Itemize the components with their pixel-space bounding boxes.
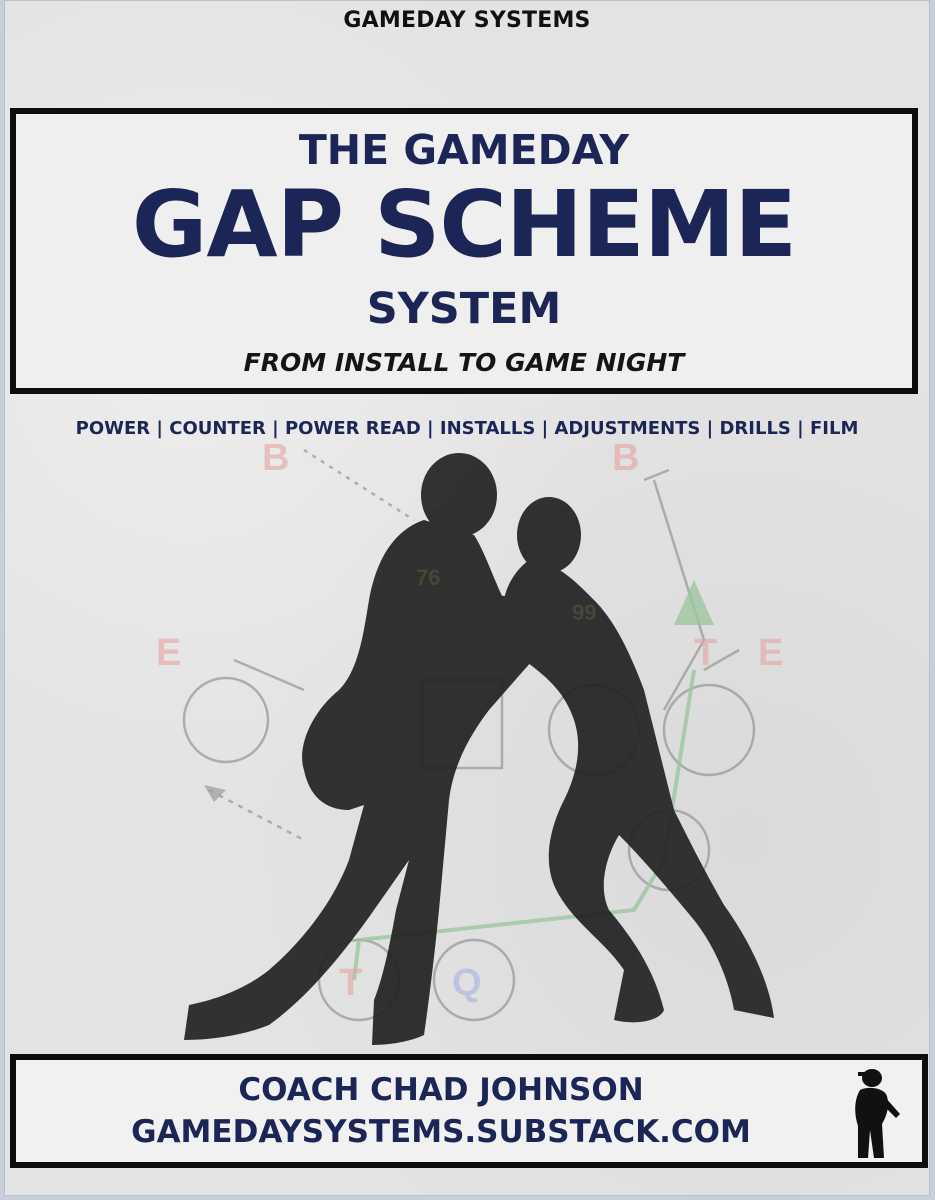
player-99-body	[502, 560, 774, 1023]
title-line-1: THE GAMEDAY	[298, 126, 630, 174]
diagram-route-line	[652, 479, 706, 711]
diagram-route-line	[703, 648, 740, 672]
diagram-player-circle	[662, 683, 756, 777]
topics-line: POWER | COUNTER | POWER READ | INSTALLS …	[75, 418, 859, 439]
title-line-3: SYSTEM	[366, 284, 562, 334]
jersey-number-76: 76	[416, 565, 440, 590]
diagram-arrowhead	[204, 785, 226, 802]
diagram-label: B	[612, 440, 639, 479]
diagram-route-line	[643, 468, 670, 482]
diagram-arrowhead	[674, 580, 714, 625]
brand-header: GAMEDAY SYSTEMS	[343, 8, 591, 33]
diagram-label: T	[339, 962, 362, 1004]
helmet-99	[517, 497, 581, 573]
diagram-route-line	[208, 788, 305, 842]
diagram-label: E	[156, 632, 181, 674]
player-76-body	[184, 520, 541, 1045]
coach-silhouette-icon	[855, 1069, 900, 1158]
jersey-number-99: 99	[572, 600, 596, 625]
diagram-player-circle	[182, 676, 270, 764]
diagram-route-line	[233, 658, 305, 692]
title-box: THE GAMEDAY GAP SCHEME SYSTEM FROM INSTA…	[10, 108, 918, 394]
title-subtitle: FROM INSTALL TO GAME NIGHT	[243, 348, 685, 377]
coach-name: COACH CHAD JOHNSON	[238, 1072, 644, 1108]
website-url: GAMEDAYSYSTEMS.SUBSTACK.COM	[131, 1114, 751, 1150]
book-cover: GAMEDAY SYSTEMS THE GAMEDAY GAP SCHEME S…	[4, 0, 930, 1196]
diagram-player-circle	[432, 938, 516, 1022]
diagram-label: T	[694, 632, 717, 674]
helmet-76	[421, 453, 497, 537]
diagram-label: B	[262, 440, 289, 479]
diagram-pull-path	[352, 669, 696, 981]
diagram-label: E	[758, 632, 783, 674]
cover-artwork: B B E T E T Q 76 99	[156, 440, 783, 1045]
diagram-route-line	[303, 448, 415, 522]
footer-box: COACH CHAD JOHNSON GAMEDAYSYSTEMS.SUBSTA…	[10, 1054, 928, 1168]
linemen-silhouette	[184, 453, 774, 1045]
title-main: GAP SCHEME	[131, 171, 797, 278]
diagram-label: Q	[452, 962, 482, 1004]
locked-arms	[464, 590, 569, 640]
